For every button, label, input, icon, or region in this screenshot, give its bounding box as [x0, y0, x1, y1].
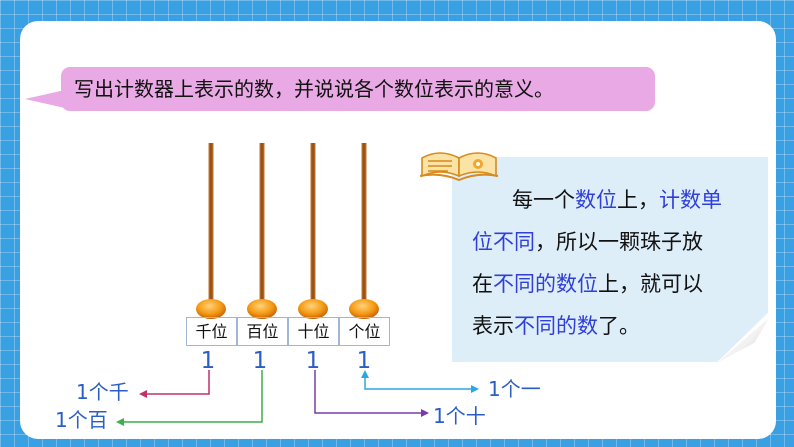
abacus-bead-hundreds — [247, 299, 277, 319]
explanation-line-2: 位不同，所以一颗珠子放 — [472, 227, 703, 257]
place-label-hundreds: 百位 — [237, 317, 288, 346]
explanation-highlight: 不同的数 — [514, 314, 598, 338]
abacus-bead-tens — [298, 299, 328, 319]
digit-tens: 1 — [305, 348, 321, 374]
explanation-line-1: 每一个数位上，计数单 — [472, 185, 722, 215]
abacus-rod-ones — [361, 143, 367, 315]
abacus-rod-tens — [310, 143, 316, 315]
place-label-thousands: 千位 — [186, 317, 237, 346]
explanation-highlight: 数位 — [575, 188, 617, 212]
abacus-bead-ones — [349, 299, 379, 319]
explanation-text: 了。 — [598, 314, 640, 338]
abacus-bead-thousands — [196, 299, 226, 319]
explanation-line-4: 表示不同的数了。 — [472, 311, 640, 341]
meaning-one-label: 1个一 — [488, 377, 541, 401]
meaning-thousand-label: 1个千 — [76, 380, 129, 404]
explanation-highlight: 计数单 — [659, 188, 722, 212]
explanation-text: 每一个 — [512, 188, 575, 212]
place-label-ones: 个位 — [339, 317, 390, 346]
abacus-rod-thousands — [208, 143, 214, 315]
meaning-ten-label: 1个十 — [433, 404, 486, 428]
explanation-box — [452, 157, 768, 362]
place-label-tens: 十位 — [288, 317, 339, 346]
explanation-text: 表示 — [472, 314, 514, 338]
abacus-rod-hundreds — [259, 143, 265, 315]
explanation-highlight: 不同的数位 — [493, 272, 598, 296]
question-prompt: 写出计数器上表示的数，并说说各个数位表示的意义。 — [74, 77, 554, 101]
explanation-line-3: 在不同的数位上，就可以 — [472, 269, 703, 299]
explanation-text: ，所以一颗珠子放 — [535, 230, 703, 254]
explanation-text: 在 — [472, 272, 493, 296]
digit-hundreds: 1 — [252, 348, 268, 374]
digit-thousands: 1 — [200, 348, 216, 374]
digit-ones: 1 — [356, 348, 372, 374]
meaning-hundred-label: 1个百 — [55, 408, 108, 432]
explanation-highlight: 位不同 — [472, 230, 535, 254]
speech-bubble — [61, 67, 655, 111]
open-book-icon — [419, 152, 499, 182]
explanation-text: 上， — [617, 188, 659, 212]
explanation-text: 上，就可以 — [598, 272, 703, 296]
speech-bubble-tail — [25, 90, 65, 108]
